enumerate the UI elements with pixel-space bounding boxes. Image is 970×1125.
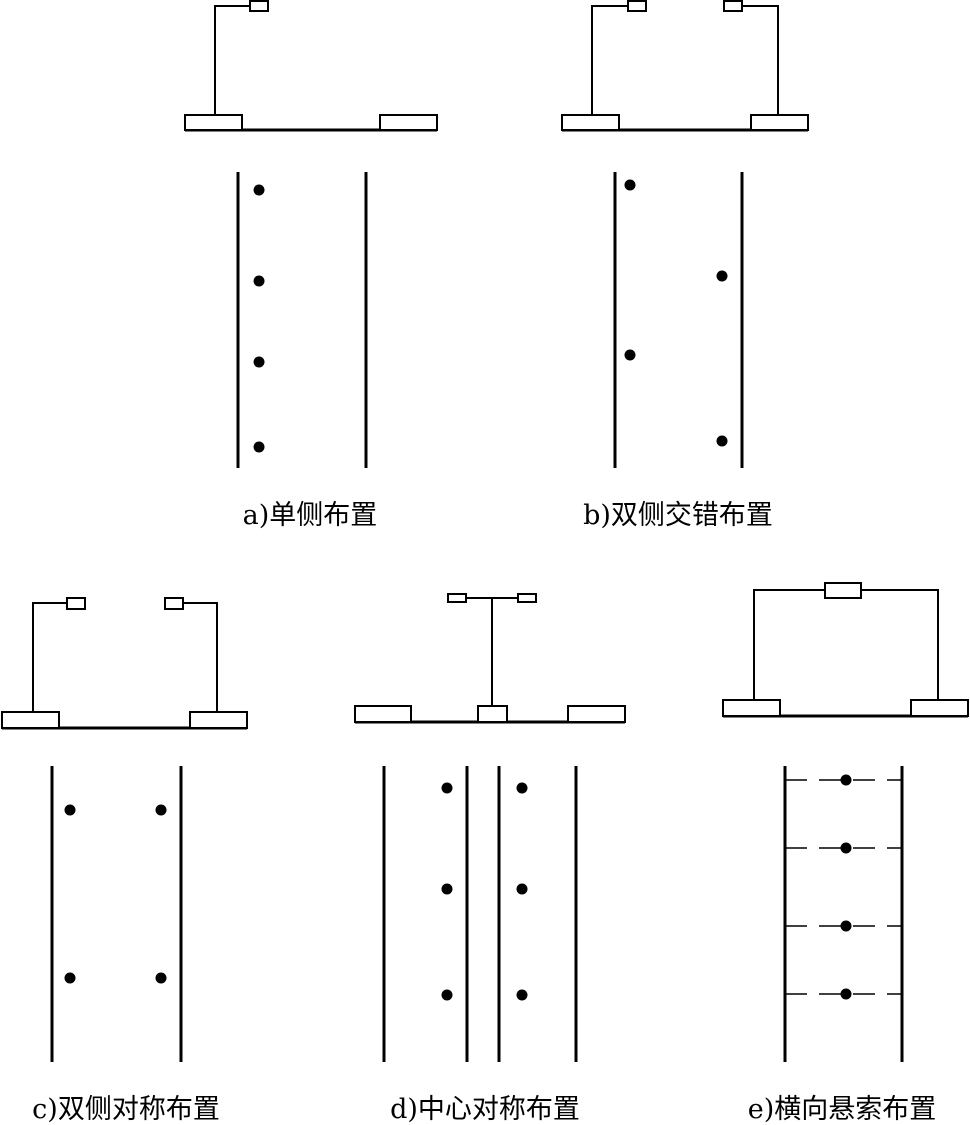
panel-a-section — [184, 0, 438, 132]
lamp-icon — [517, 593, 537, 603]
lamp-icon — [824, 582, 862, 599]
panel-e-section — [722, 582, 969, 718]
panel-a: a)单侧布置 — [184, 0, 438, 531]
panel-a-plan — [236, 172, 368, 468]
caption-c: c)双侧对称布置 — [32, 1094, 220, 1125]
panel-e-plan — [783, 766, 904, 1062]
panel-b-section — [561, 0, 809, 132]
panel-c: c)双侧对称布置 — [1, 597, 248, 1125]
panel-d: d)中心对称布置 — [354, 593, 626, 1125]
panel-d-section — [354, 593, 626, 724]
panel-c-section — [1, 597, 248, 730]
caption-b: b)双侧交错布置 — [583, 500, 773, 531]
lamp-icon — [723, 0, 743, 12]
panel-b-plan — [613, 172, 744, 468]
panel-c-plan — [50, 766, 183, 1062]
caption-a: a)单侧布置 — [243, 500, 378, 531]
caption-d: d)中心对称布置 — [390, 1094, 580, 1125]
lamp-icon — [164, 597, 184, 610]
panel-d-plan — [382, 766, 578, 1062]
lamp-icon — [66, 597, 86, 610]
panel-b: b)双侧交错布置 — [561, 0, 809, 531]
panel-e: e)横向悬索布置 — [722, 582, 969, 1125]
lamp-icon — [447, 593, 467, 603]
caption-e: e)横向悬索布置 — [748, 1094, 937, 1125]
lamp-icon — [627, 0, 647, 12]
lamp-icon — [249, 0, 269, 12]
